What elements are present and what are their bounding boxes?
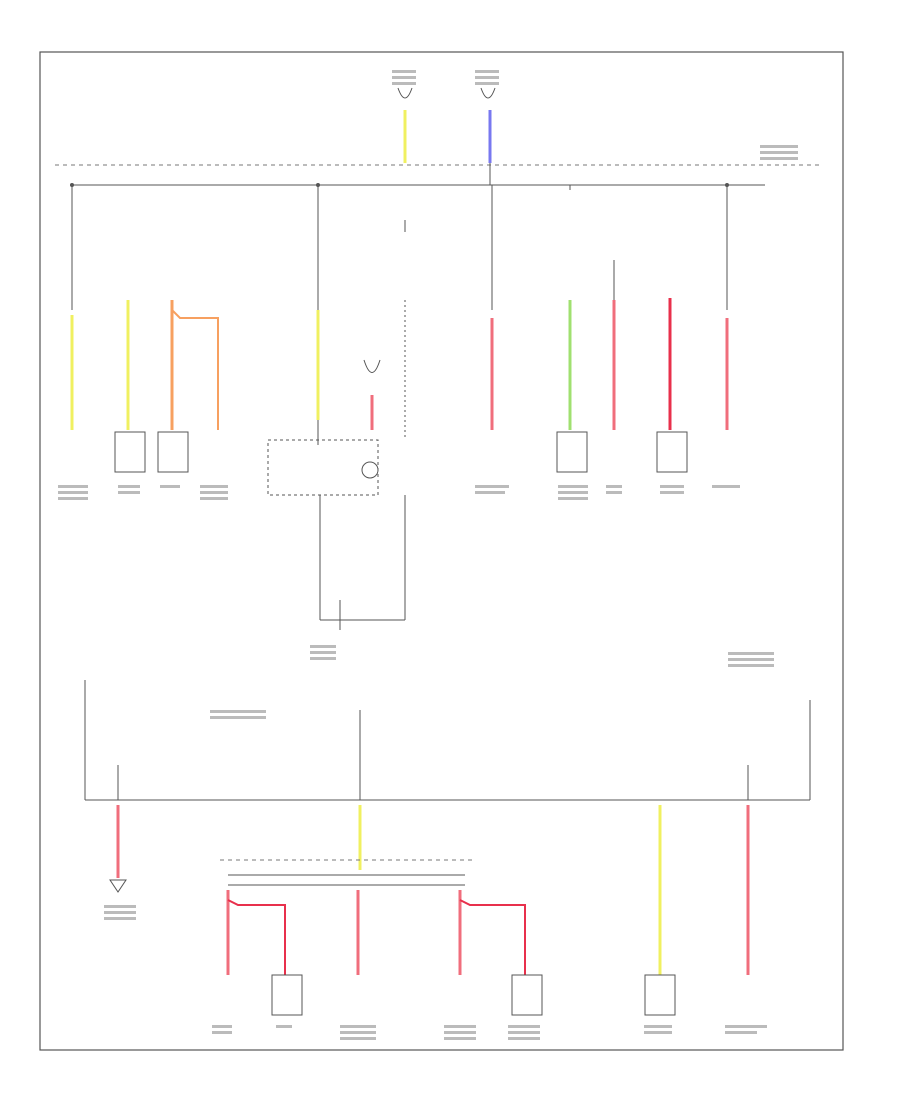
top-source-connector-2 — [480, 87, 496, 163]
branch-right — [725, 183, 729, 430]
illegible-labels — [58, 70, 798, 1040]
branch-3 — [157, 300, 219, 473]
lower-branch-1 — [109, 765, 127, 893]
top-source-connector-1 — [397, 71, 413, 163]
branch-green — [556, 185, 588, 473]
diagram-frame — [39, 51, 844, 1051]
branch-red-670 — [656, 298, 688, 473]
branch-1 — [70, 183, 74, 430]
branch-2 — [114, 300, 146, 473]
branch-center — [316, 183, 320, 420]
lower-branch-yellow — [644, 805, 676, 1016]
relay-box — [267, 359, 406, 630]
lower-branch-center — [220, 710, 543, 1016]
